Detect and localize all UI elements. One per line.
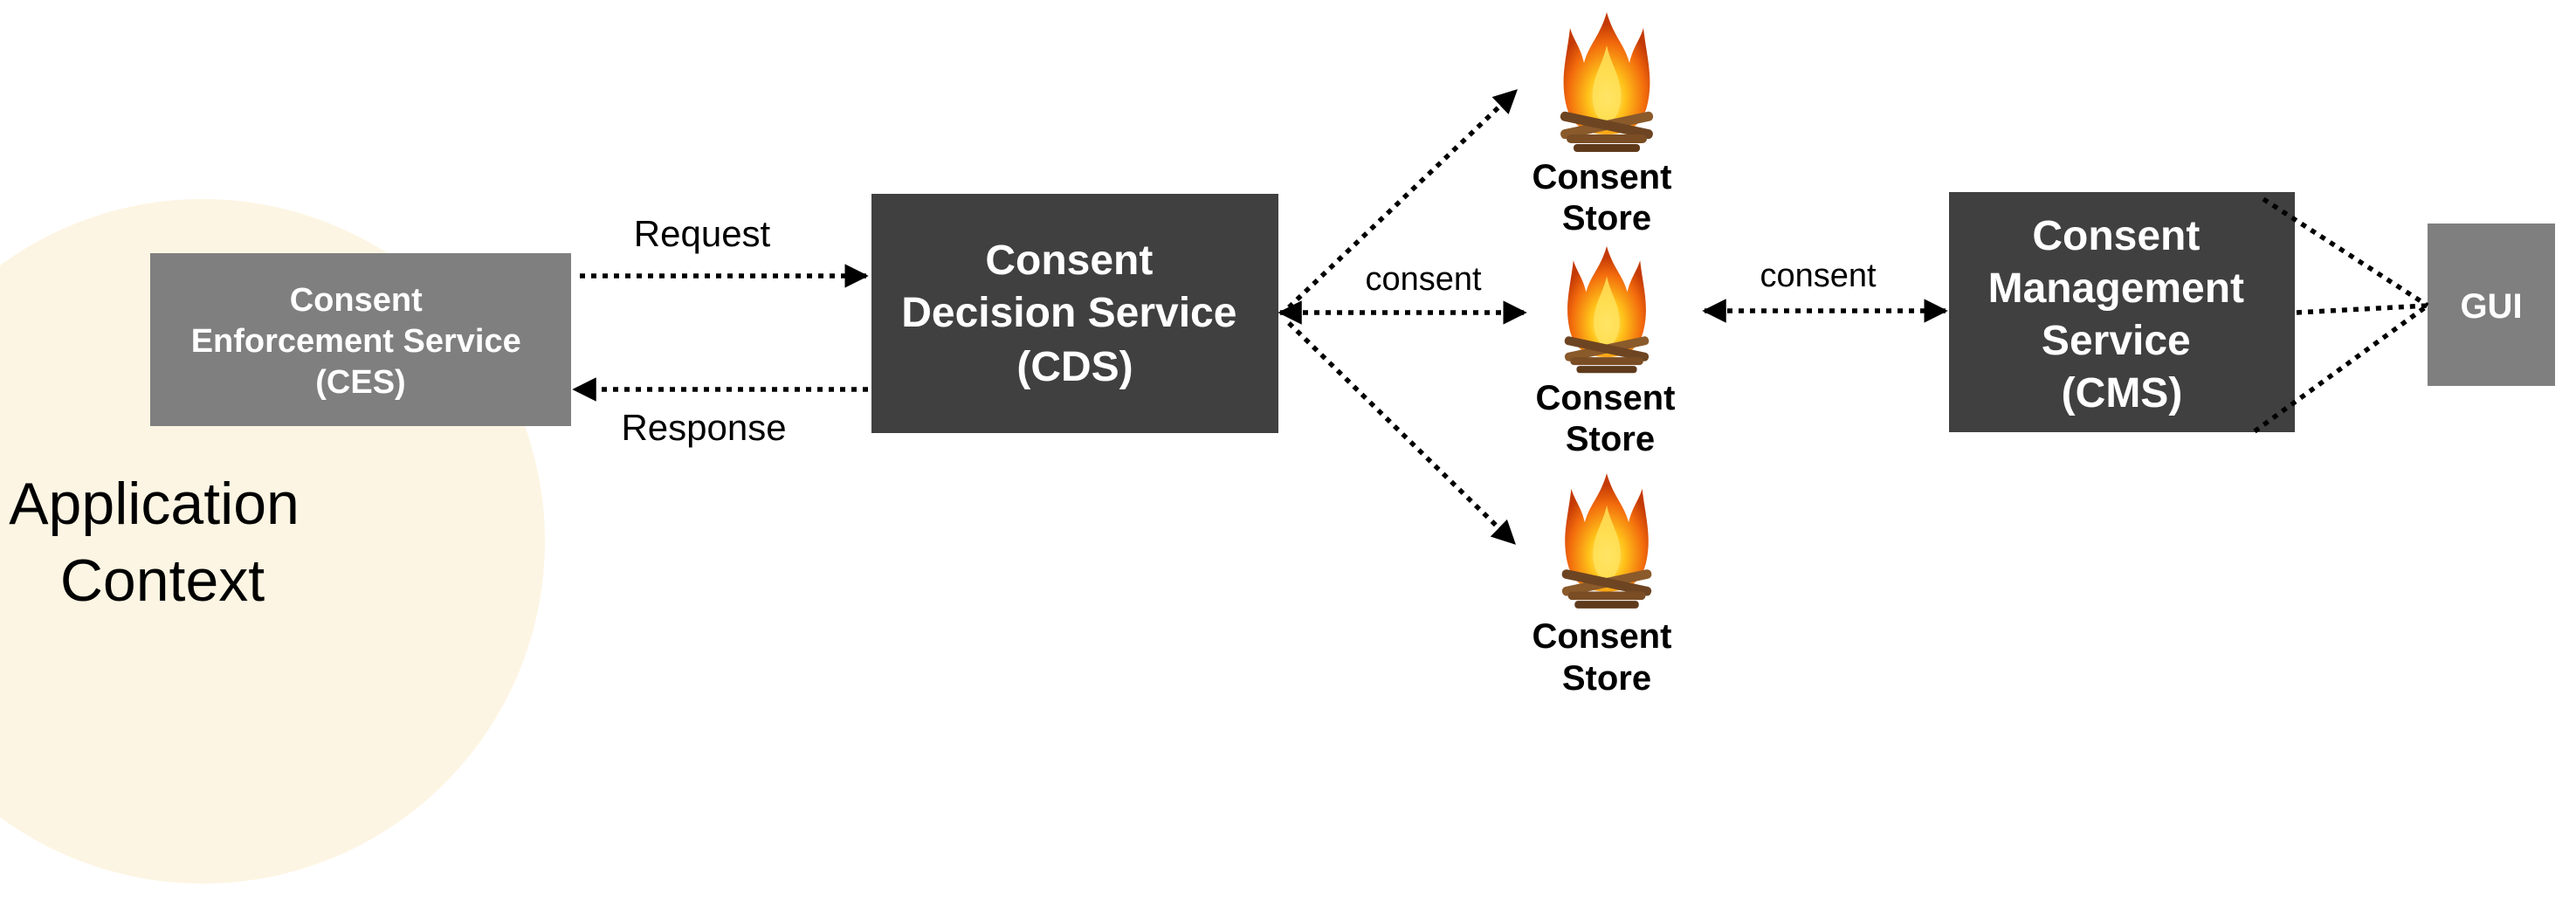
cds-label: Consent Decision Service (CDS)	[901, 237, 1249, 390]
ces-label: Consent Enforcement Service (CES)	[191, 282, 531, 401]
cms-to-gui-top-line	[2262, 196, 2429, 308]
cds-line2: Decision Service	[901, 290, 1236, 336]
campfire-icon	[1560, 473, 1653, 609]
cms-to-gui-bottom-line	[2253, 303, 2429, 434]
store-bottom-line2: Store	[1562, 659, 1651, 698]
store-top-line2: Store	[1562, 199, 1651, 237]
cms-node[interactable]: Consent Management Service (CMS)	[1949, 192, 2295, 432]
ces-line3: (CES)	[315, 364, 405, 401]
cms-label: Consent Management Service (CMS)	[1988, 213, 2256, 416]
cds-node[interactable]: Consent Decision Service (CDS)	[871, 194, 1278, 433]
store-middle-line2: Store	[1566, 420, 1655, 458]
store-top-line1: Consent	[1532, 158, 1671, 196]
store-bottom-line1: Consent	[1532, 617, 1671, 656]
cms-line4: (CMS)	[2062, 370, 2183, 416]
cds-line3: (CDS)	[1016, 344, 1133, 390]
cds-line1: Consent	[985, 237, 1153, 284]
cms-line2: Management	[1988, 265, 2244, 312]
ces-line2: Enforcement Service	[191, 323, 521, 360]
svg-text:Consent Store: Consent Store	[1535, 379, 1684, 458]
cms-line1: Consent	[2032, 213, 2200, 259]
response-label: Response	[621, 407, 786, 448]
gui-label: GUI	[2460, 287, 2522, 326]
ces-line1: Consent	[290, 282, 423, 319]
campfire-icon	[1563, 245, 1650, 374]
gui-node[interactable]: GUI	[2428, 224, 2555, 386]
store-middle-line1: Consent	[1535, 379, 1675, 417]
campfire-icon	[1559, 12, 1655, 152]
svg-text:Consent Store: Consent Store	[1532, 158, 1681, 237]
consent-store-bottom[interactable]: Consent Store	[1532, 473, 1681, 698]
cms-to-gui-middle-line	[2296, 303, 2428, 315]
svg-text:Consent Store: Consent Store	[1532, 617, 1681, 698]
cms-line3: Service	[2042, 318, 2191, 364]
request-label: Request	[634, 213, 771, 254]
application-context-line1: Application	[9, 471, 300, 537]
consent-label-cms: consent	[1760, 258, 1877, 294]
cds-to-store-top-arrow	[1287, 89, 1518, 309]
application-context-line2: Context	[60, 547, 265, 614]
application-context-label: Application Context	[9, 471, 316, 614]
consent-label-cds: consent	[1365, 261, 1482, 298]
consent-store-middle[interactable]: Consent Store	[1535, 245, 1684, 458]
cds-to-store-bottom-arrow	[1287, 321, 1516, 545]
consent-store-top[interactable]: Consent Store	[1532, 12, 1681, 237]
ces-node[interactable]: Consent Enforcement Service (CES)	[150, 253, 571, 426]
